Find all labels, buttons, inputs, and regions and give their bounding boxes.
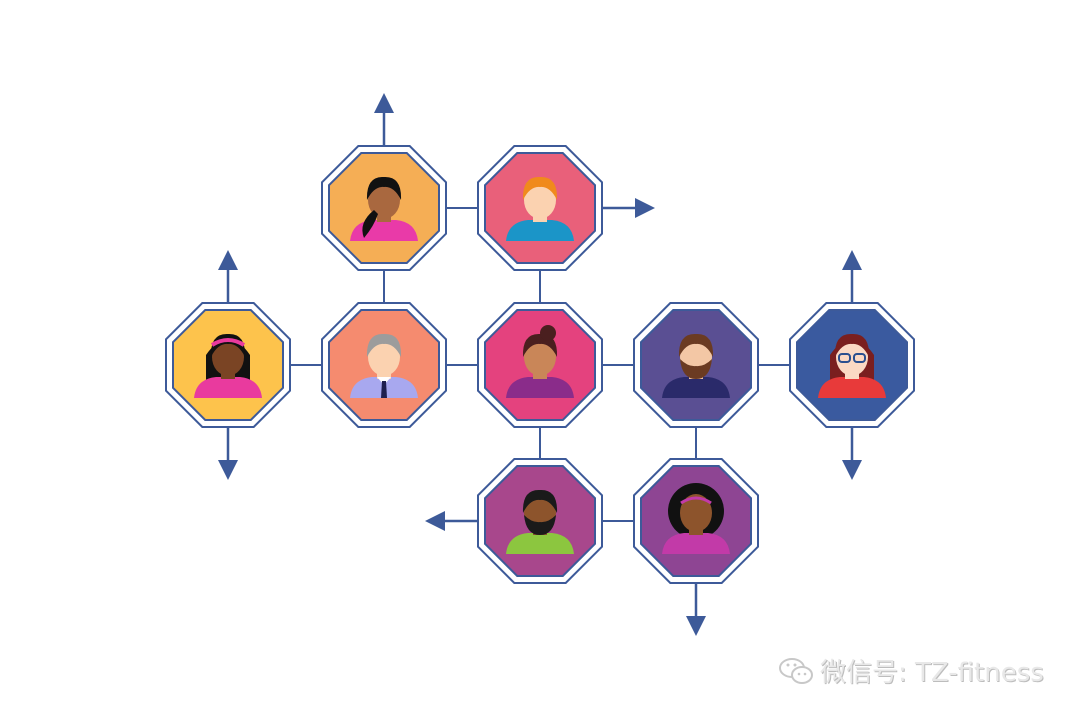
arrow-right-icon	[602, 198, 655, 218]
person-node-3	[165, 302, 291, 428]
arrow-up-icon	[842, 250, 862, 303]
wechat-icon	[779, 657, 813, 684]
person-avatar-icon	[662, 333, 730, 398]
person-avatar-icon	[818, 333, 886, 398]
person-avatar-icon	[506, 176, 574, 241]
person-avatar-icon	[194, 333, 262, 398]
person-avatar-icon	[350, 333, 418, 398]
watermark: 微信号: TZ-fitness	[778, 652, 1044, 689]
person-avatar-icon	[662, 483, 730, 554]
arrow-left-icon	[425, 511, 478, 531]
person-avatar-icon	[350, 176, 418, 241]
person-node-8	[477, 458, 603, 584]
person-node-5	[477, 302, 603, 428]
arrow-up-icon	[218, 250, 238, 303]
arrow-down-icon	[686, 583, 706, 636]
person-node-1	[321, 145, 447, 271]
arrow-down-icon	[218, 427, 238, 480]
watermark-text: 微信号: TZ-fitness	[820, 658, 1044, 688]
person-node-4	[321, 302, 447, 428]
person-node-7	[789, 302, 915, 428]
person-node-2	[477, 145, 603, 271]
arrow-up-icon	[374, 93, 394, 146]
person-node-9	[633, 458, 759, 584]
arrow-down-icon	[842, 427, 862, 480]
person-avatar-icon	[506, 489, 574, 554]
person-node-6	[633, 302, 759, 428]
person-avatar-icon	[506, 325, 574, 398]
